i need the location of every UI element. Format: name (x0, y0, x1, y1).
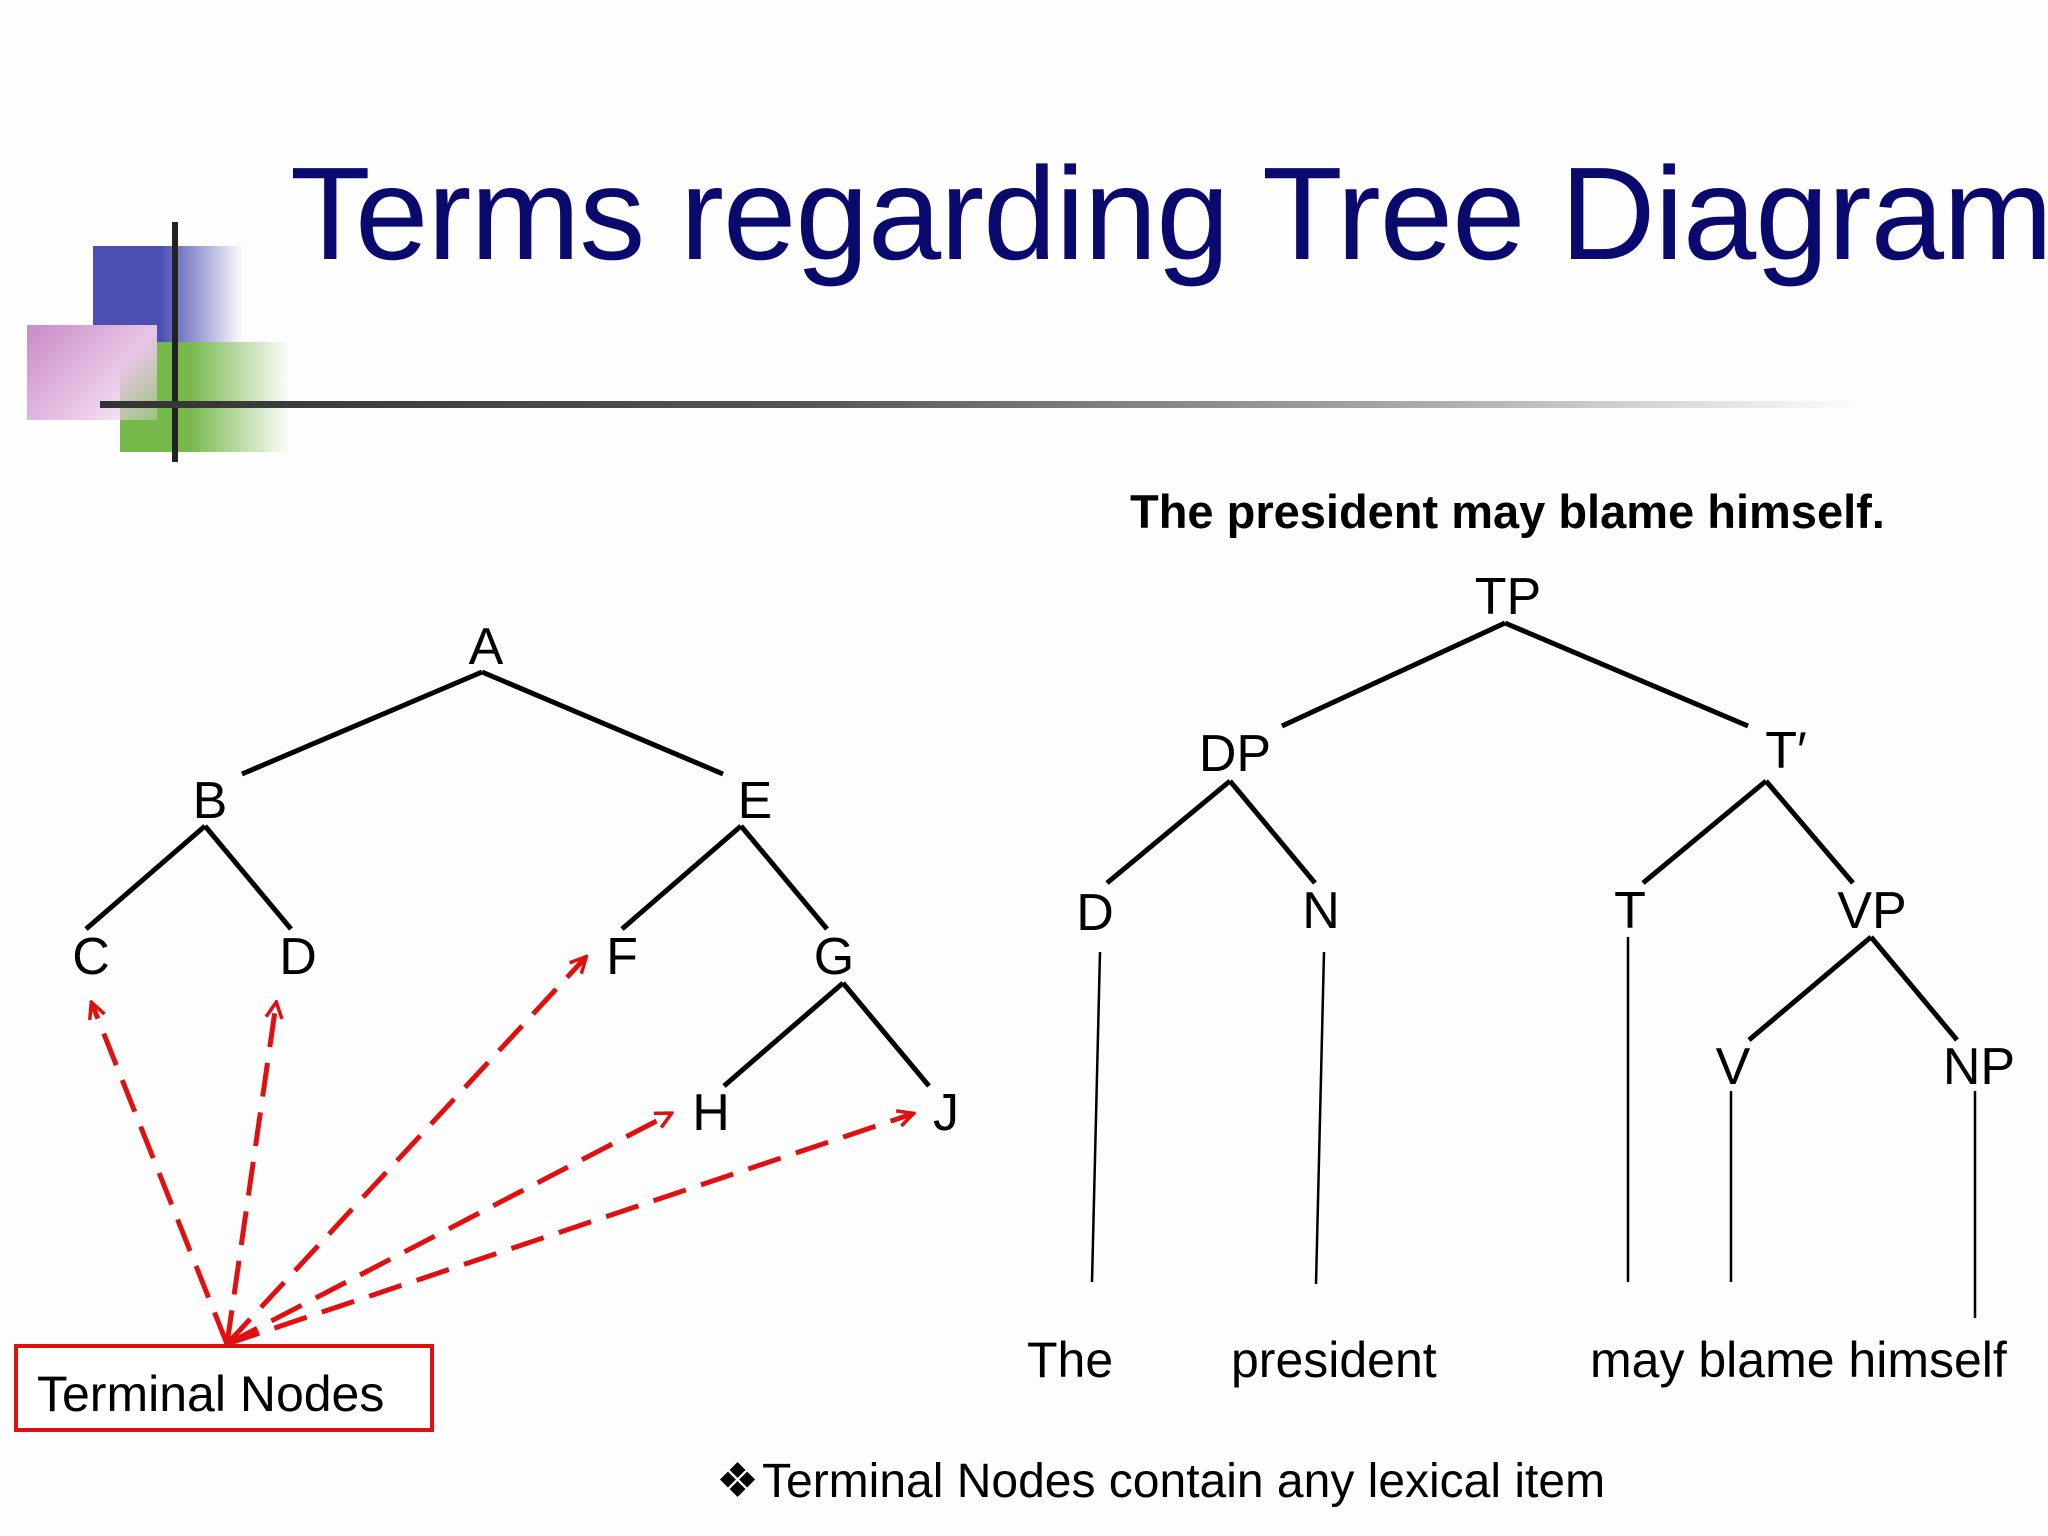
bottom-note: ❖ Terminal Nodes contain any lexical ite… (716, 1455, 1605, 1508)
edge-tp-dp (1280, 620, 1507, 729)
node-vp: VP (1837, 882, 1906, 940)
edge-dp-n (1228, 779, 1317, 885)
decor-vertical-line (172, 222, 178, 462)
node-e: E (738, 772, 773, 830)
example-sentence: The president may blame himself. (1130, 485, 1885, 538)
arrow-to-c (92, 1004, 230, 1345)
edge-b-d (203, 824, 293, 931)
decor-horizontal-line (100, 401, 1860, 408)
edge-tbar-t (1641, 779, 1768, 885)
edge-vp-v (1747, 935, 1873, 1042)
terminal-nodes-callout: Terminal Nodes (14, 1344, 434, 1432)
edge-e-g (739, 824, 829, 931)
arrow-to-h (225, 1114, 670, 1347)
node-g: G (814, 928, 854, 986)
left-tree-nodes: A B E C D F G H J (72, 618, 959, 1142)
edge-g-j (841, 981, 931, 1088)
terminal-nodes-box (14, 1344, 434, 1432)
node-d-right: D (1076, 884, 1114, 942)
edge-tbar-vp (1764, 779, 1855, 885)
arrow-to-f (225, 958, 585, 1346)
right-tree-lexical-lines (1090, 937, 1977, 1318)
right-tree-words: The president may blame himself (1027, 1332, 2007, 1388)
node-f: F (606, 928, 638, 986)
edge-tp-tbar (1504, 620, 1749, 729)
arrow-to-d (224, 1004, 276, 1345)
node-d: D (279, 928, 317, 986)
edge-b-c (84, 824, 207, 931)
node-j: J (933, 1084, 959, 1142)
node-h: H (692, 1084, 730, 1142)
node-v: V (1716, 1038, 1751, 1096)
edge-a-e (481, 669, 724, 777)
note-bullet-icon: ❖ (716, 1455, 759, 1508)
terminal-nodes-label: Terminal Nodes (37, 1366, 384, 1422)
node-tp: TP (1475, 568, 1541, 626)
edge-g-h (722, 981, 845, 1088)
edge-vp-np (1869, 935, 1959, 1042)
terminal-arrows (92, 958, 912, 1347)
right-tree-nodes: TP DP T′ D N T VP V NP (1076, 568, 2015, 1096)
word-may-blame-himself: may blame himself (1590, 1332, 2007, 1388)
node-a: A (469, 618, 504, 676)
node-np: NP (1943, 1038, 2015, 1096)
edge-a-b (241, 669, 483, 777)
note-text: Terminal Nodes contain any lexical item (762, 1455, 1605, 1508)
edge-dp-d (1105, 779, 1232, 885)
node-b: B (193, 772, 228, 830)
node-tbar: T′ (1765, 722, 1807, 780)
arrow-to-j (226, 1114, 912, 1347)
left-tree-edges (84, 669, 931, 1088)
node-n: N (1302, 882, 1340, 940)
word-president: president (1231, 1332, 1437, 1388)
node-c: C (72, 928, 110, 986)
word-the: The (1027, 1332, 1113, 1388)
right-tree-edges (1105, 620, 1959, 1042)
node-t: T (1614, 882, 1646, 940)
node-dp: DP (1199, 725, 1271, 783)
lex-line-d (1090, 951, 1102, 1283)
lex-line-n (1314, 951, 1326, 1285)
edge-e-f (620, 824, 743, 931)
slide-title: Terms regarding Tree Diagram (290, 140, 2048, 287)
